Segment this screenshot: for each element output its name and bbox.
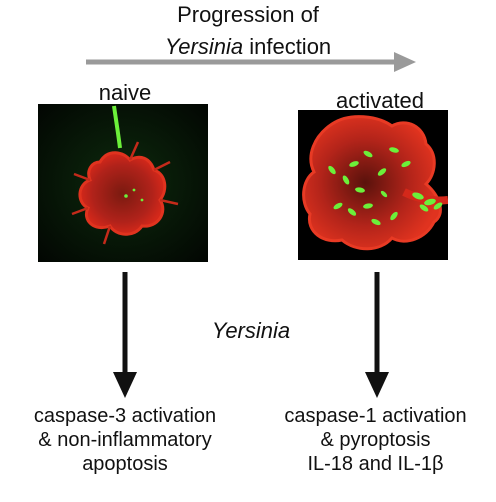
naive-cell-image <box>38 104 208 262</box>
outcome-right-line-1: caspase-1 activation <box>284 405 467 427</box>
outcome-left-line-1: caspase-3 activation <box>33 405 217 427</box>
activated-cell-image <box>298 110 448 260</box>
outcome-right: caspase-1 activation & pyroptosis IL-18 … <box>255 404 496 476</box>
arrow-down-right <box>365 272 389 398</box>
outcome-right-line-3: IL-18 and IL-1β <box>307 453 444 475</box>
label-activated: activated <box>335 88 425 113</box>
outcome-left-line-3: apoptosis <box>82 453 168 475</box>
outcome-left: caspase-3 activation & non-inflammatory … <box>0 404 250 476</box>
arrow-down-left <box>113 272 137 398</box>
title-line-1: Progression of <box>177 2 319 27</box>
outcome-right-line-2: & pyroptosis <box>320 429 431 451</box>
title-organism: Yersinia <box>164 34 244 59</box>
outcome-left-line-2: & non-inflammatory <box>38 429 212 451</box>
label-naive: naive <box>98 80 152 105</box>
title-rest: infection <box>243 34 332 59</box>
progression-arrow <box>86 52 416 72</box>
middle-label-organism: Yersinia <box>211 318 291 343</box>
title-line-2: Yersinia infection <box>0 34 496 60</box>
